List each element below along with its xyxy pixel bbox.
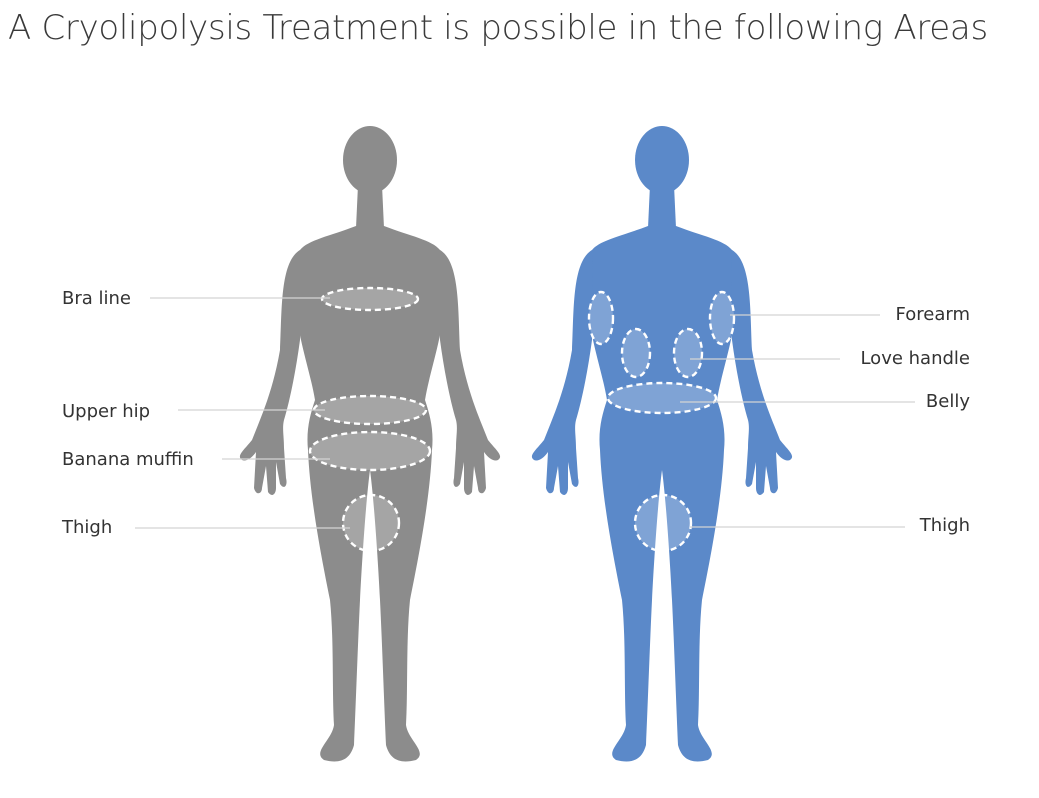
leader-lines — [135, 297, 915, 529]
label-banana-muffin: Banana muffin — [62, 449, 194, 470]
zone-banana-muffin — [308, 430, 432, 472]
label-thigh-right: Thigh — [919, 515, 970, 536]
label-forearm: Forearm — [896, 304, 970, 325]
left-zones — [308, 286, 432, 553]
label-belly: Belly — [926, 391, 970, 412]
right-body-figure — [531, 126, 793, 762]
label-love-handle: Love handle — [860, 348, 970, 369]
zone-belly — [606, 381, 718, 415]
zone-love-handle-right — [672, 327, 704, 379]
label-thigh-left: Thigh — [61, 517, 112, 538]
right-zones — [587, 290, 736, 553]
zone-upper-hip — [312, 394, 428, 426]
label-bra-line: Bra line — [62, 288, 131, 309]
zone-love-handle-left — [620, 327, 652, 379]
page-title: A Cryolipolysis Treatment is possible in… — [8, 8, 988, 48]
labels: Bra line Upper hip Banana muffin Thigh F… — [61, 288, 970, 538]
zone-forearm-left — [587, 290, 615, 346]
label-upper-hip: Upper hip — [62, 401, 150, 422]
zone-bra-line — [320, 286, 420, 312]
zone-forearm-right — [708, 290, 736, 346]
zone-thigh-left — [341, 493, 401, 553]
zone-thigh-right — [633, 493, 693, 553]
